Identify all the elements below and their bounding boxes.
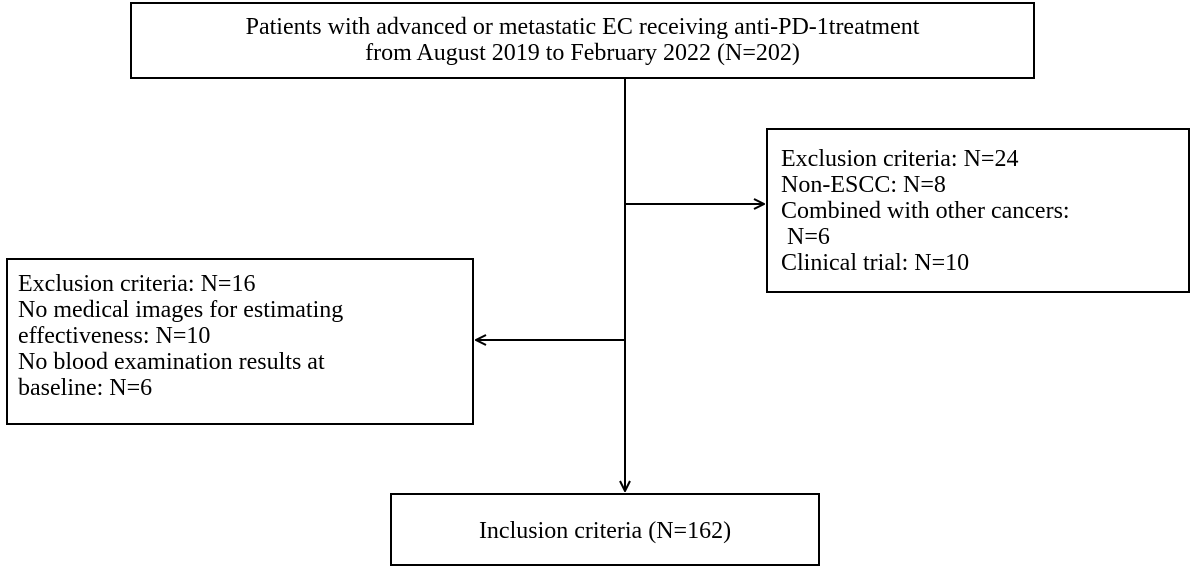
exclusion-box-left: Exclusion criteria: N=16 No medical imag… — [6, 258, 474, 425]
exclusion-right-line: Combined with other cancers: — [781, 198, 1070, 224]
exclusion-left-line: No medical images for estimating — [18, 297, 344, 323]
exclusion-right-line: N=6 — [781, 224, 830, 250]
inclusion-label: Inclusion criteria (N=162) — [478, 518, 732, 544]
exclusion-right-line: Non-ESCC: N=8 — [781, 172, 946, 198]
exclusion-left-line: No blood examination results at — [18, 349, 325, 375]
enrollment-box: Patients with advanced or metastatic EC … — [130, 2, 1035, 79]
exclusion-right-line: Clinical trial: N=10 — [781, 250, 970, 276]
exclusion-right-line: Exclusion criteria: N=24 — [781, 146, 1019, 172]
exclusion-box-right: Exclusion criteria: N=24 Non-ESCC: N=8 C… — [766, 128, 1190, 293]
inclusion-box: Inclusion criteria (N=162) — [390, 493, 820, 566]
exclusion-left-line: effectiveness: N=10 — [18, 323, 211, 349]
exclusion-left-line: baseline: N=6 — [18, 375, 153, 401]
enrollment-line: from August 2019 to February 2022 (N=202… — [365, 40, 800, 66]
enrollment-line: Patients with advanced or metastatic EC … — [245, 14, 920, 40]
exclusion-left-line: Exclusion criteria: N=16 — [18, 271, 256, 297]
